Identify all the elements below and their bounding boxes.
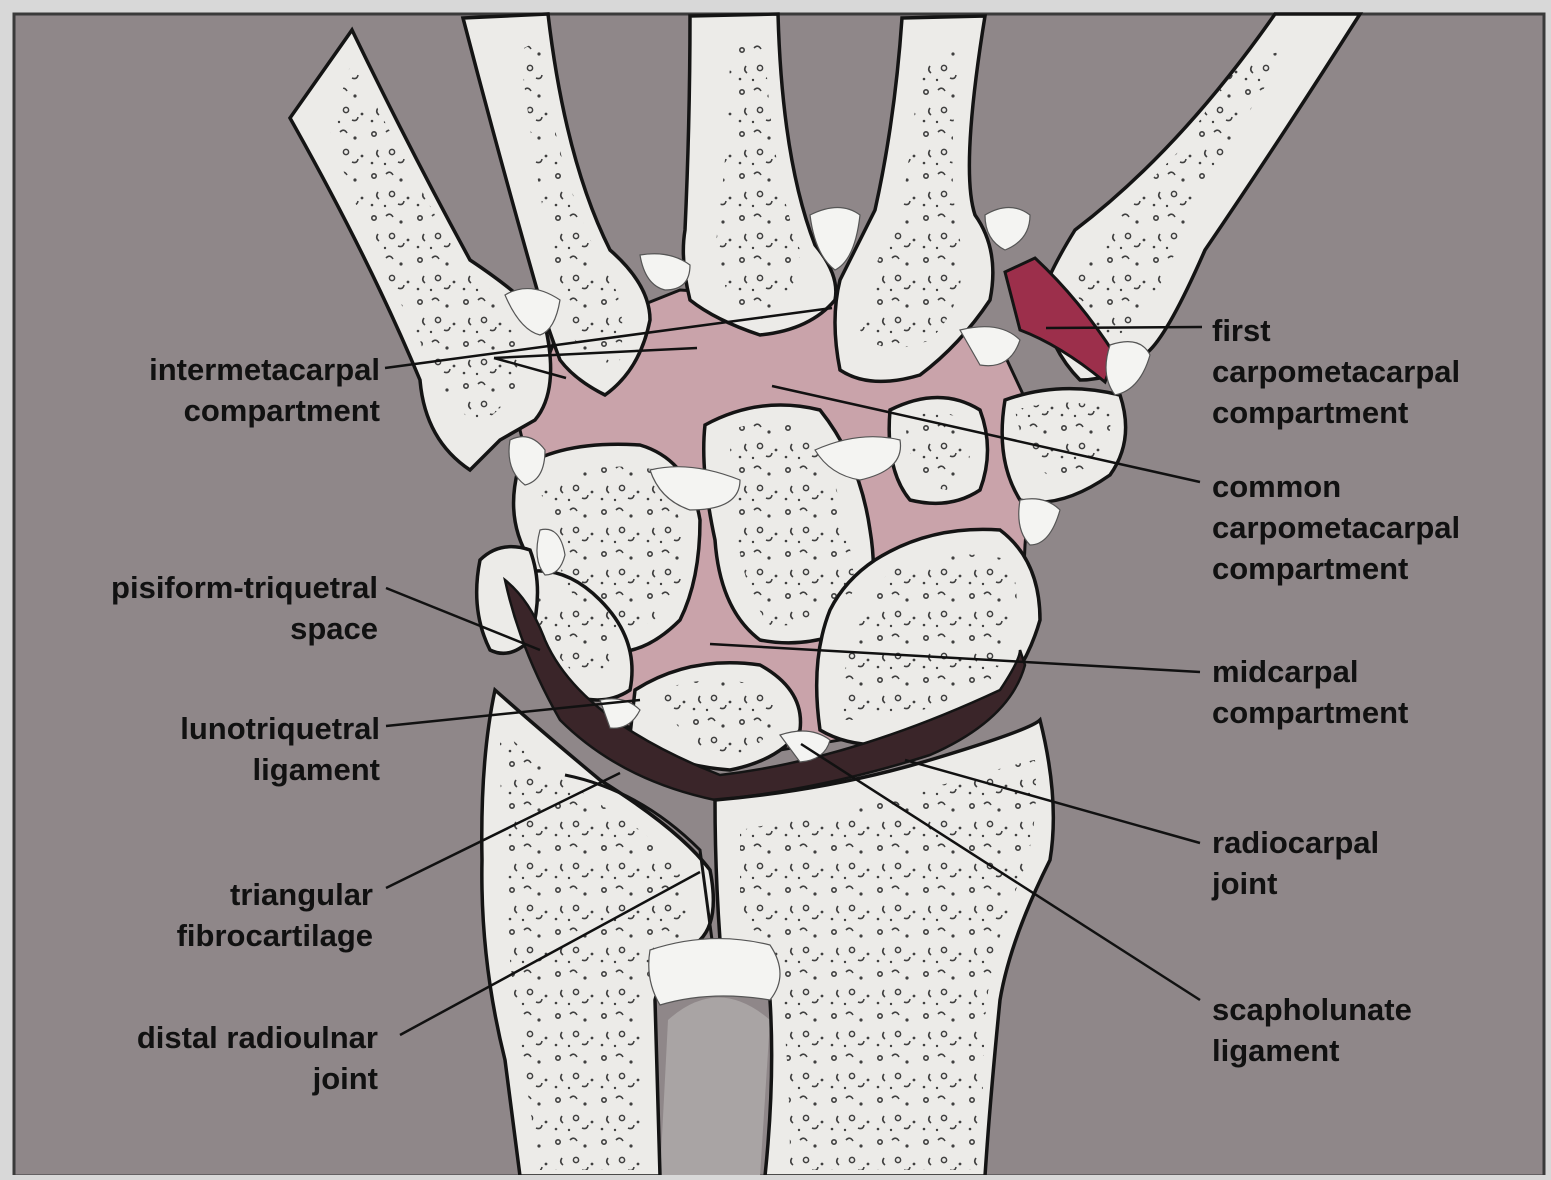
radiocarpal-label-line2: joint (1211, 866, 1277, 901)
pisiform-label-line2: space (290, 611, 378, 646)
midcarpal-label-line1: midcarpal (1212, 654, 1358, 689)
intermetacarpal-label-line2: compartment (184, 393, 380, 428)
triangular-label-line2: fibrocartilage (177, 918, 373, 953)
common-cmc-label-line1: common (1212, 469, 1341, 504)
common-cmc-label-line3: compartment (1212, 551, 1408, 586)
druj-label-line2: joint (312, 1061, 378, 1096)
scapholunate-label-line1: scapholunate (1212, 992, 1412, 1027)
interosseous-gap (660, 998, 770, 1176)
midcarpal-label-line2: compartment (1212, 695, 1408, 730)
radiocarpal-label-line1: radiocarpal (1212, 825, 1379, 860)
first-cmc-label-line2: carpometacarpal (1212, 354, 1460, 389)
common-cmc-label-line2: carpometacarpal (1212, 510, 1460, 545)
druj-label-line1: distal radioulnar (137, 1020, 378, 1055)
triangular-label-line1: triangular (230, 877, 373, 912)
first-cmc-label-line3: compartment (1212, 395, 1408, 430)
scapholunate-label-line2: ligament (1212, 1033, 1339, 1068)
lunotriquetral-label-line1: lunotriquetral (180, 711, 380, 746)
lunotriquetral-label-line2: ligament (253, 752, 380, 787)
pisiform-label-line1: pisiform-triquetral (111, 570, 378, 605)
first-cmc-label-line1: first (1212, 313, 1271, 348)
intermetacarpal-label-line1: intermetacarpal (149, 352, 380, 387)
